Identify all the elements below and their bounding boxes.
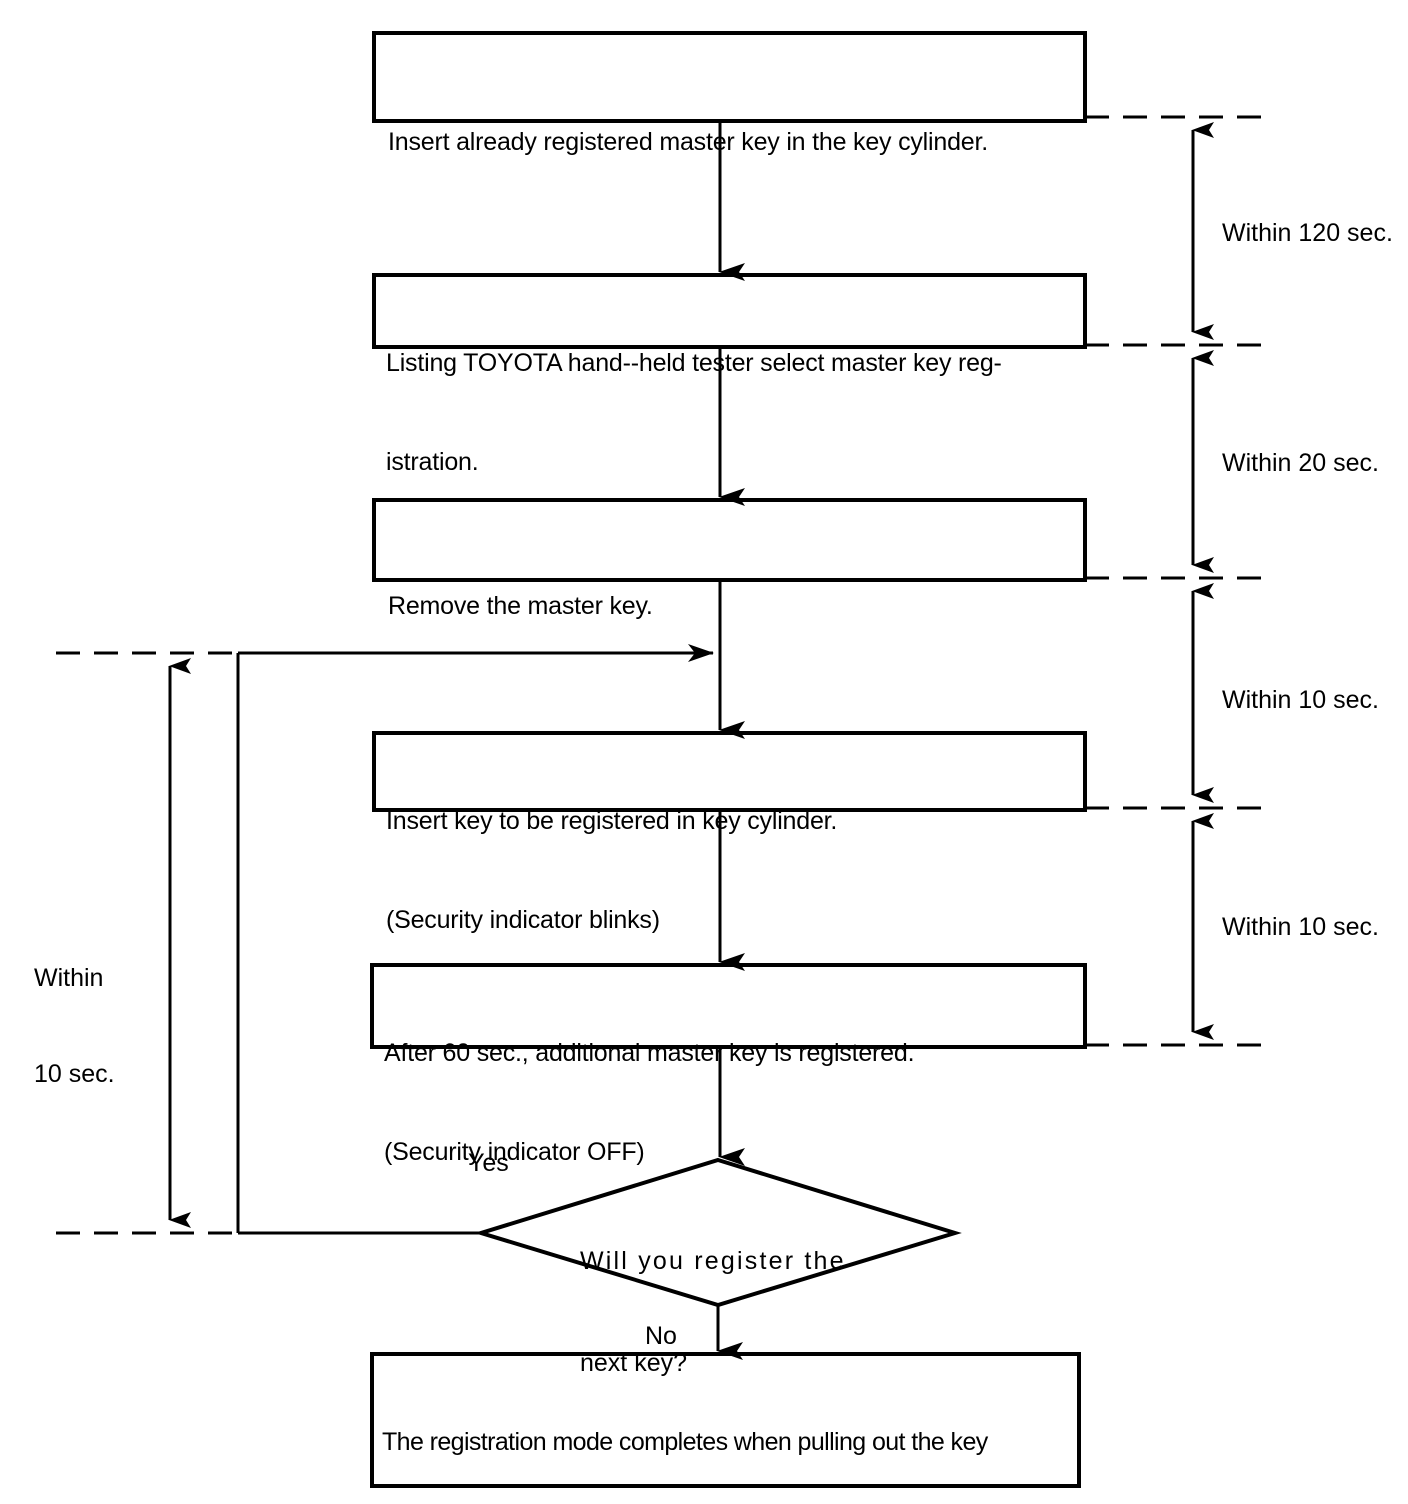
node-box-step1	[372, 31, 1087, 123]
node-label-step1: Insert already registered master key in …	[388, 60, 988, 225]
step5-line-2: (Security indicator OFF)	[384, 1138, 645, 1166]
node-label-step6: The registration mode completes when pul…	[382, 1360, 988, 1504]
step2-line-2: istration.	[386, 448, 479, 476]
timing-label-20sec: Within 20 sec.	[1222, 449, 1380, 477]
decision-line-1: Will you register the	[580, 1247, 846, 1275]
timing-label-10sec-a: Within 10 sec.	[1222, 686, 1380, 714]
node-box-step2	[372, 273, 1087, 349]
node-label-decision: Will you register the next key?	[580, 1176, 846, 1448]
node-box-step4	[372, 731, 1087, 812]
decision-line-2: next key?	[580, 1349, 688, 1377]
timing-left-line-2: 10 sec.	[34, 1060, 115, 1088]
node-label-step3: Remove the master key.	[388, 524, 653, 689]
step3-line-1: Remove the master key.	[388, 592, 653, 620]
timing-label-10sec-b: Within 10 sec.	[1222, 913, 1380, 941]
step1-line-1: Insert already registered master key in …	[388, 128, 988, 156]
step2-line-1: Listing TOYOTA hand--held tester select …	[386, 349, 1002, 377]
node-label-step5: After 60 sec., additional master key is …	[384, 971, 915, 1235]
node-box-step5	[370, 963, 1087, 1049]
step4-line-1: Insert key to be registered in key cylin…	[386, 807, 838, 835]
branch-label-yes: Yes	[468, 1149, 509, 1177]
node-label-step2: Listing TOYOTA hand--held tester select …	[386, 281, 1002, 545]
timing-label-120sec: Within 120 sec.	[1222, 219, 1393, 247]
step6-line-1: The registration mode completes when pul…	[382, 1428, 988, 1456]
node-label-step4: Insert key to be registered in key cylin…	[386, 739, 837, 1003]
timing-left-line-1: Within	[34, 964, 104, 992]
node-box-step6	[370, 1352, 1081, 1488]
timing-label-left-10sec: Within 10 sec.	[34, 898, 115, 1154]
step5-line-1: After 60 sec., additional master key is …	[384, 1039, 915, 1067]
branch-label-no: No	[645, 1322, 677, 1350]
step4-line-2: (Security indicator blinks)	[386, 906, 660, 934]
